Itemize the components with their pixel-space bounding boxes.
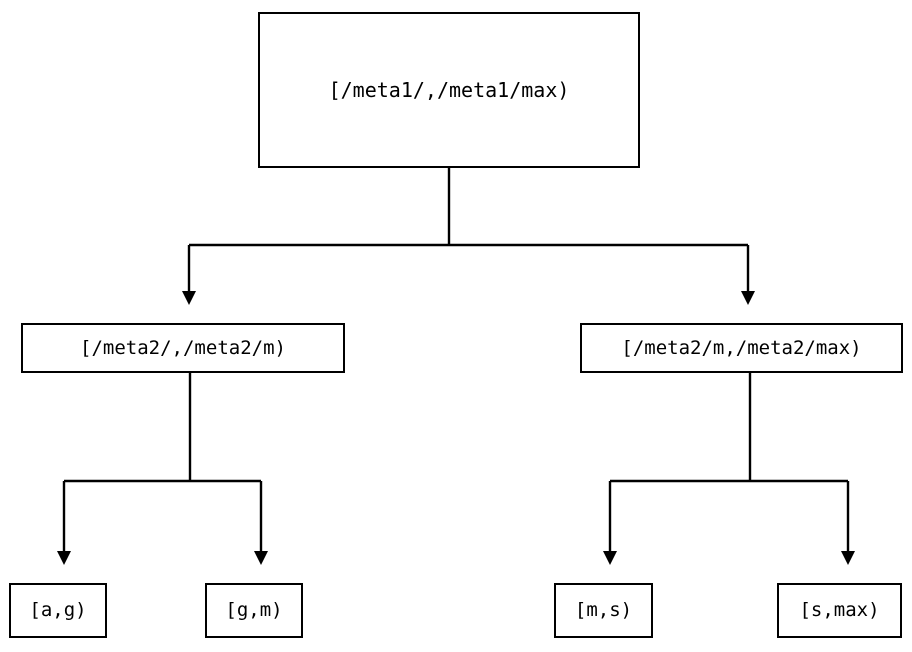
arrowhead-mid-left-to-leaf-1 — [57, 551, 71, 565]
node-leaf-1[interactable]: [a,g) — [9, 583, 107, 638]
node-mid-left-label: [/meta2/,/meta2/m) — [80, 336, 286, 359]
node-mid-right-label: [/meta2/m,/meta2/max) — [621, 336, 862, 359]
node-leaf-1-label: [a,g) — [29, 599, 87, 621]
node-leaf-2-label: [g,m) — [225, 599, 283, 621]
node-leaf-2[interactable]: [g,m) — [205, 583, 303, 638]
edge-mid-right-to-leaves-group — [603, 373, 855, 565]
node-root[interactable]: [/meta1/,/meta1/max) — [258, 12, 640, 168]
arrowhead-root-to-mid-left — [182, 291, 196, 305]
arrowhead-mid-left-to-leaf-2 — [254, 551, 268, 565]
node-mid-right[interactable]: [/meta2/m,/meta2/max) — [580, 323, 903, 373]
node-leaf-3[interactable]: [m,s) — [554, 583, 653, 638]
node-leaf-4-label: [s,max) — [799, 599, 880, 621]
node-mid-left[interactable]: [/meta2/,/meta2/m) — [21, 323, 345, 373]
node-leaf-3-label: [m,s) — [574, 599, 633, 621]
arrowhead-root-to-mid-right — [741, 291, 755, 305]
arrowhead-mid-right-to-leaf-4 — [841, 551, 855, 565]
arrowhead-mid-right-to-leaf-3 — [603, 551, 617, 565]
node-root-label: [/meta1/,/meta1/max) — [328, 78, 570, 102]
node-leaf-4[interactable]: [s,max) — [777, 583, 902, 638]
edge-root-to-mid-group — [182, 168, 755, 305]
edge-mid-left-to-leaves-group — [57, 373, 268, 565]
